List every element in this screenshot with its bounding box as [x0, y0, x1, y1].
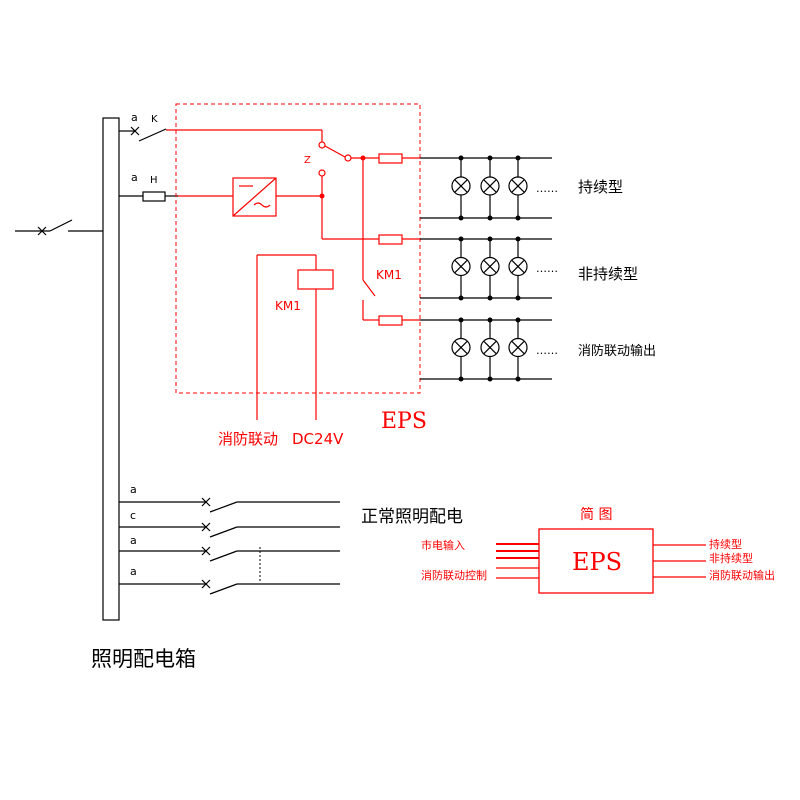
junction-dot	[458, 236, 464, 242]
eps-box-label: EPS	[381, 409, 427, 434]
lamp-icon	[508, 155, 528, 221]
fuse-icon	[378, 153, 403, 164]
inverter-icon	[232, 177, 277, 217]
junction-dot	[487, 236, 493, 242]
junction-dot	[487, 215, 493, 221]
eps-fuses	[378, 153, 403, 326]
label-branch-c: c	[130, 509, 136, 522]
simple-output-lines	[653, 544, 706, 578]
junction-dot	[487, 317, 493, 323]
simple-input-lines	[496, 543, 539, 579]
simple-input-label-1: 市电输入	[421, 538, 465, 552]
simple-input-label-2: 消防联动控制	[421, 568, 487, 582]
label-normal-lighting: 正常照明配电	[361, 507, 463, 527]
lamp-dots-1: ……	[536, 182, 558, 195]
incoming-feeder-switch	[15, 219, 103, 236]
km1-contact	[362, 158, 379, 321]
junction-dot	[515, 155, 521, 161]
label-input-a2: a	[131, 171, 138, 184]
relay-coil-icon	[297, 269, 334, 290]
label-input-a1: a	[131, 111, 138, 124]
fuse-icon	[378, 315, 403, 326]
lamp-icon	[451, 236, 471, 301]
label-branch-a3: a	[130, 565, 137, 578]
simple-diagram-title: 简 图	[580, 506, 612, 523]
transfer-switch-z	[318, 141, 352, 177]
junction-dot	[458, 155, 464, 161]
junction-dot	[515, 376, 521, 382]
label-group-2: 非持续型	[578, 265, 638, 283]
label-km1-coil: KM1	[275, 299, 301, 313]
simple-output-label-2: 非持续型	[709, 551, 753, 565]
fuse-icon	[378, 234, 403, 245]
junction-dot	[515, 236, 521, 242]
junction-dot	[515, 317, 521, 323]
junction-dot	[458, 317, 464, 323]
lamp-group-3	[420, 319, 552, 380]
lamp-icon	[508, 236, 528, 301]
lamp-group-1	[420, 157, 552, 219]
lamp-icon	[451, 155, 471, 221]
junction-dot	[458, 376, 464, 382]
label-switch-z: Z	[304, 155, 311, 166]
junction-dot	[515, 215, 521, 221]
label-group-1: 持续型	[578, 178, 623, 196]
fuse-h	[119, 191, 178, 202]
lamp-dots-3: ……	[536, 344, 558, 357]
junction-dot	[458, 215, 464, 221]
eps-boundary	[175, 103, 421, 394]
lamp-icon	[480, 155, 500, 221]
label-branch-a1: a	[130, 483, 137, 496]
lamp-dots-2: ……	[536, 262, 558, 275]
simple-output-label-1: 持续型	[709, 537, 742, 551]
junction-dot	[487, 155, 493, 161]
lamp-icon	[480, 317, 500, 382]
junction-dot	[458, 295, 464, 301]
panel-title: 照明配电箱	[91, 647, 196, 671]
label-km1-contact: KM1	[376, 268, 402, 282]
junction-dot	[487, 376, 493, 382]
junction-dot	[515, 295, 521, 301]
lamp-icon	[451, 317, 471, 382]
branch-circuits	[119, 497, 340, 595]
fuse-icon	[142, 191, 166, 202]
label-group-3: 消防联动输出	[578, 343, 656, 359]
junction-dot	[487, 295, 493, 301]
lamp-group-2	[420, 238, 552, 299]
switch-k	[119, 126, 167, 142]
lamp-icon	[508, 317, 528, 382]
label-fuse-h: H	[150, 175, 158, 186]
label-fire-linkage: 消防联动	[218, 430, 278, 448]
simple-output-label-3: 消防联动输出	[709, 568, 775, 582]
simple-eps-label: EPS	[572, 548, 622, 576]
label-switch-k: K	[151, 114, 158, 125]
main-bus-bar	[102, 117, 120, 621]
label-branch-a2: a	[130, 534, 137, 547]
lamp-icon	[480, 236, 500, 301]
km1-control-circuit	[256, 254, 317, 420]
label-dc24v: DC24V	[292, 430, 344, 448]
lamp-array	[451, 155, 528, 382]
